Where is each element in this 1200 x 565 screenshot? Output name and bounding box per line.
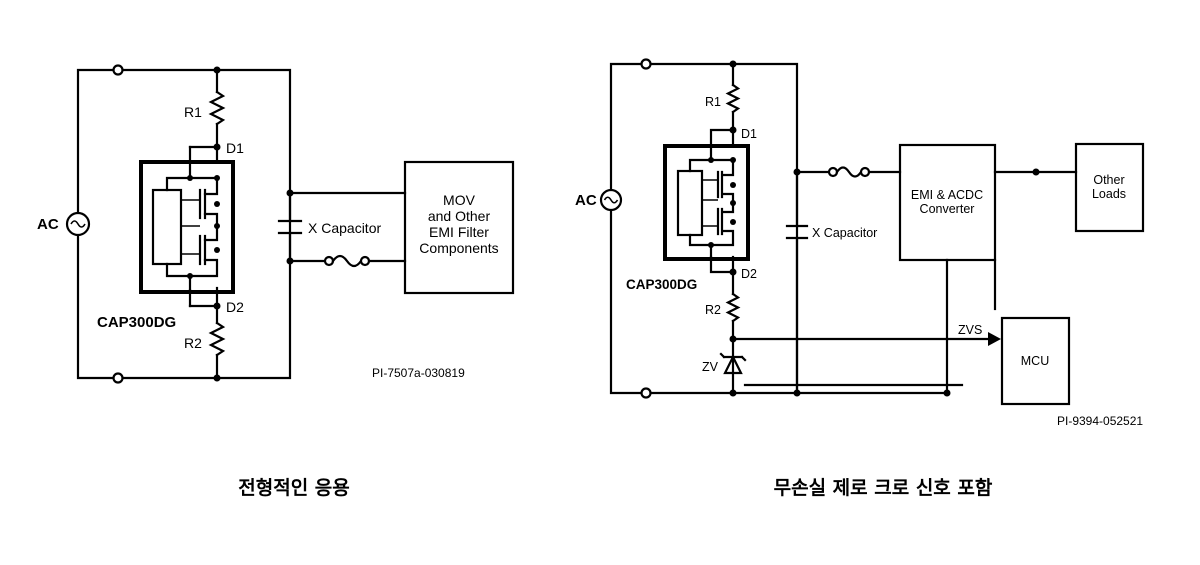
right-caption: 무손실 제로 크로 신호 포함 xyxy=(774,477,993,499)
right-zv-label: ZV xyxy=(702,360,719,374)
left-ac-label: AC xyxy=(37,216,59,233)
left-x-capacitor-icon xyxy=(277,219,303,235)
left-top-terminal xyxy=(112,64,124,76)
left-fuse-icon xyxy=(331,254,363,268)
right-reference-id: PI-9394-052521 xyxy=(1057,414,1143,428)
left-r2-resistor-icon xyxy=(208,321,226,357)
left-filter-line-3: EMI Filter xyxy=(429,224,489,240)
left-r1-resistor-icon xyxy=(208,90,226,126)
right-cap300dg-ic xyxy=(663,144,750,261)
right-ac-label: AC xyxy=(575,192,597,209)
right-loads-line-1: Other xyxy=(1093,173,1124,187)
left-schematic: AC R1 R2 D1 D2 xyxy=(37,64,515,384)
left-r2-label: R2 xyxy=(184,335,202,351)
right-converter-line-2: Converter xyxy=(920,202,975,216)
right-r2-resistor-icon xyxy=(725,292,741,323)
left-ic-name: CAP300DG xyxy=(97,314,176,331)
right-bottom-terminal xyxy=(640,387,652,399)
right-top-terminal xyxy=(640,58,652,70)
left-bottom-terminal xyxy=(112,372,124,384)
right-mcu-label: MCU xyxy=(1021,354,1049,368)
right-ic-name: CAP300DG xyxy=(626,277,697,292)
right-other-loads-box xyxy=(1074,142,1145,233)
right-zvs-arrow-icon xyxy=(988,332,1001,346)
right-mcu-box xyxy=(1000,316,1071,406)
right-zvs-label: ZVS xyxy=(958,323,982,337)
right-zener-diode-icon xyxy=(719,352,747,375)
right-loads-line-2: Loads xyxy=(1092,187,1126,201)
right-r2-label: R2 xyxy=(705,303,721,317)
right-r1-resistor-icon xyxy=(725,83,741,114)
left-caption: 전형적인 응용 xyxy=(238,477,350,499)
right-d1-label: D1 xyxy=(741,127,757,141)
left-emi-filter-box xyxy=(403,160,515,295)
right-converter-line-1: EMI & ACDC xyxy=(911,188,983,202)
left-cap300dg-ic xyxy=(139,160,235,294)
right-x-capacitor-label: X Capacitor xyxy=(812,226,877,240)
right-r1-label: R1 xyxy=(705,95,721,109)
left-d2-label: D2 xyxy=(226,299,244,315)
left-filter-line-1: MOV xyxy=(443,192,476,208)
left-x-capacitor-label: X Capacitor xyxy=(308,220,381,236)
left-reference-id: PI-7507a-030819 xyxy=(372,366,465,380)
right-d2-label: D2 xyxy=(741,267,757,281)
left-filter-line-2: and Other xyxy=(428,208,491,224)
right-schematic: AC R1 R2 D1 D2 CAP300DG xyxy=(575,58,1145,428)
left-d1-label: D1 xyxy=(226,140,244,156)
left-filter-line-4: Components xyxy=(419,240,498,256)
right-x-capacitor-icon xyxy=(785,224,809,240)
left-r1-label: R1 xyxy=(184,104,202,120)
right-fuse-icon xyxy=(835,166,863,178)
